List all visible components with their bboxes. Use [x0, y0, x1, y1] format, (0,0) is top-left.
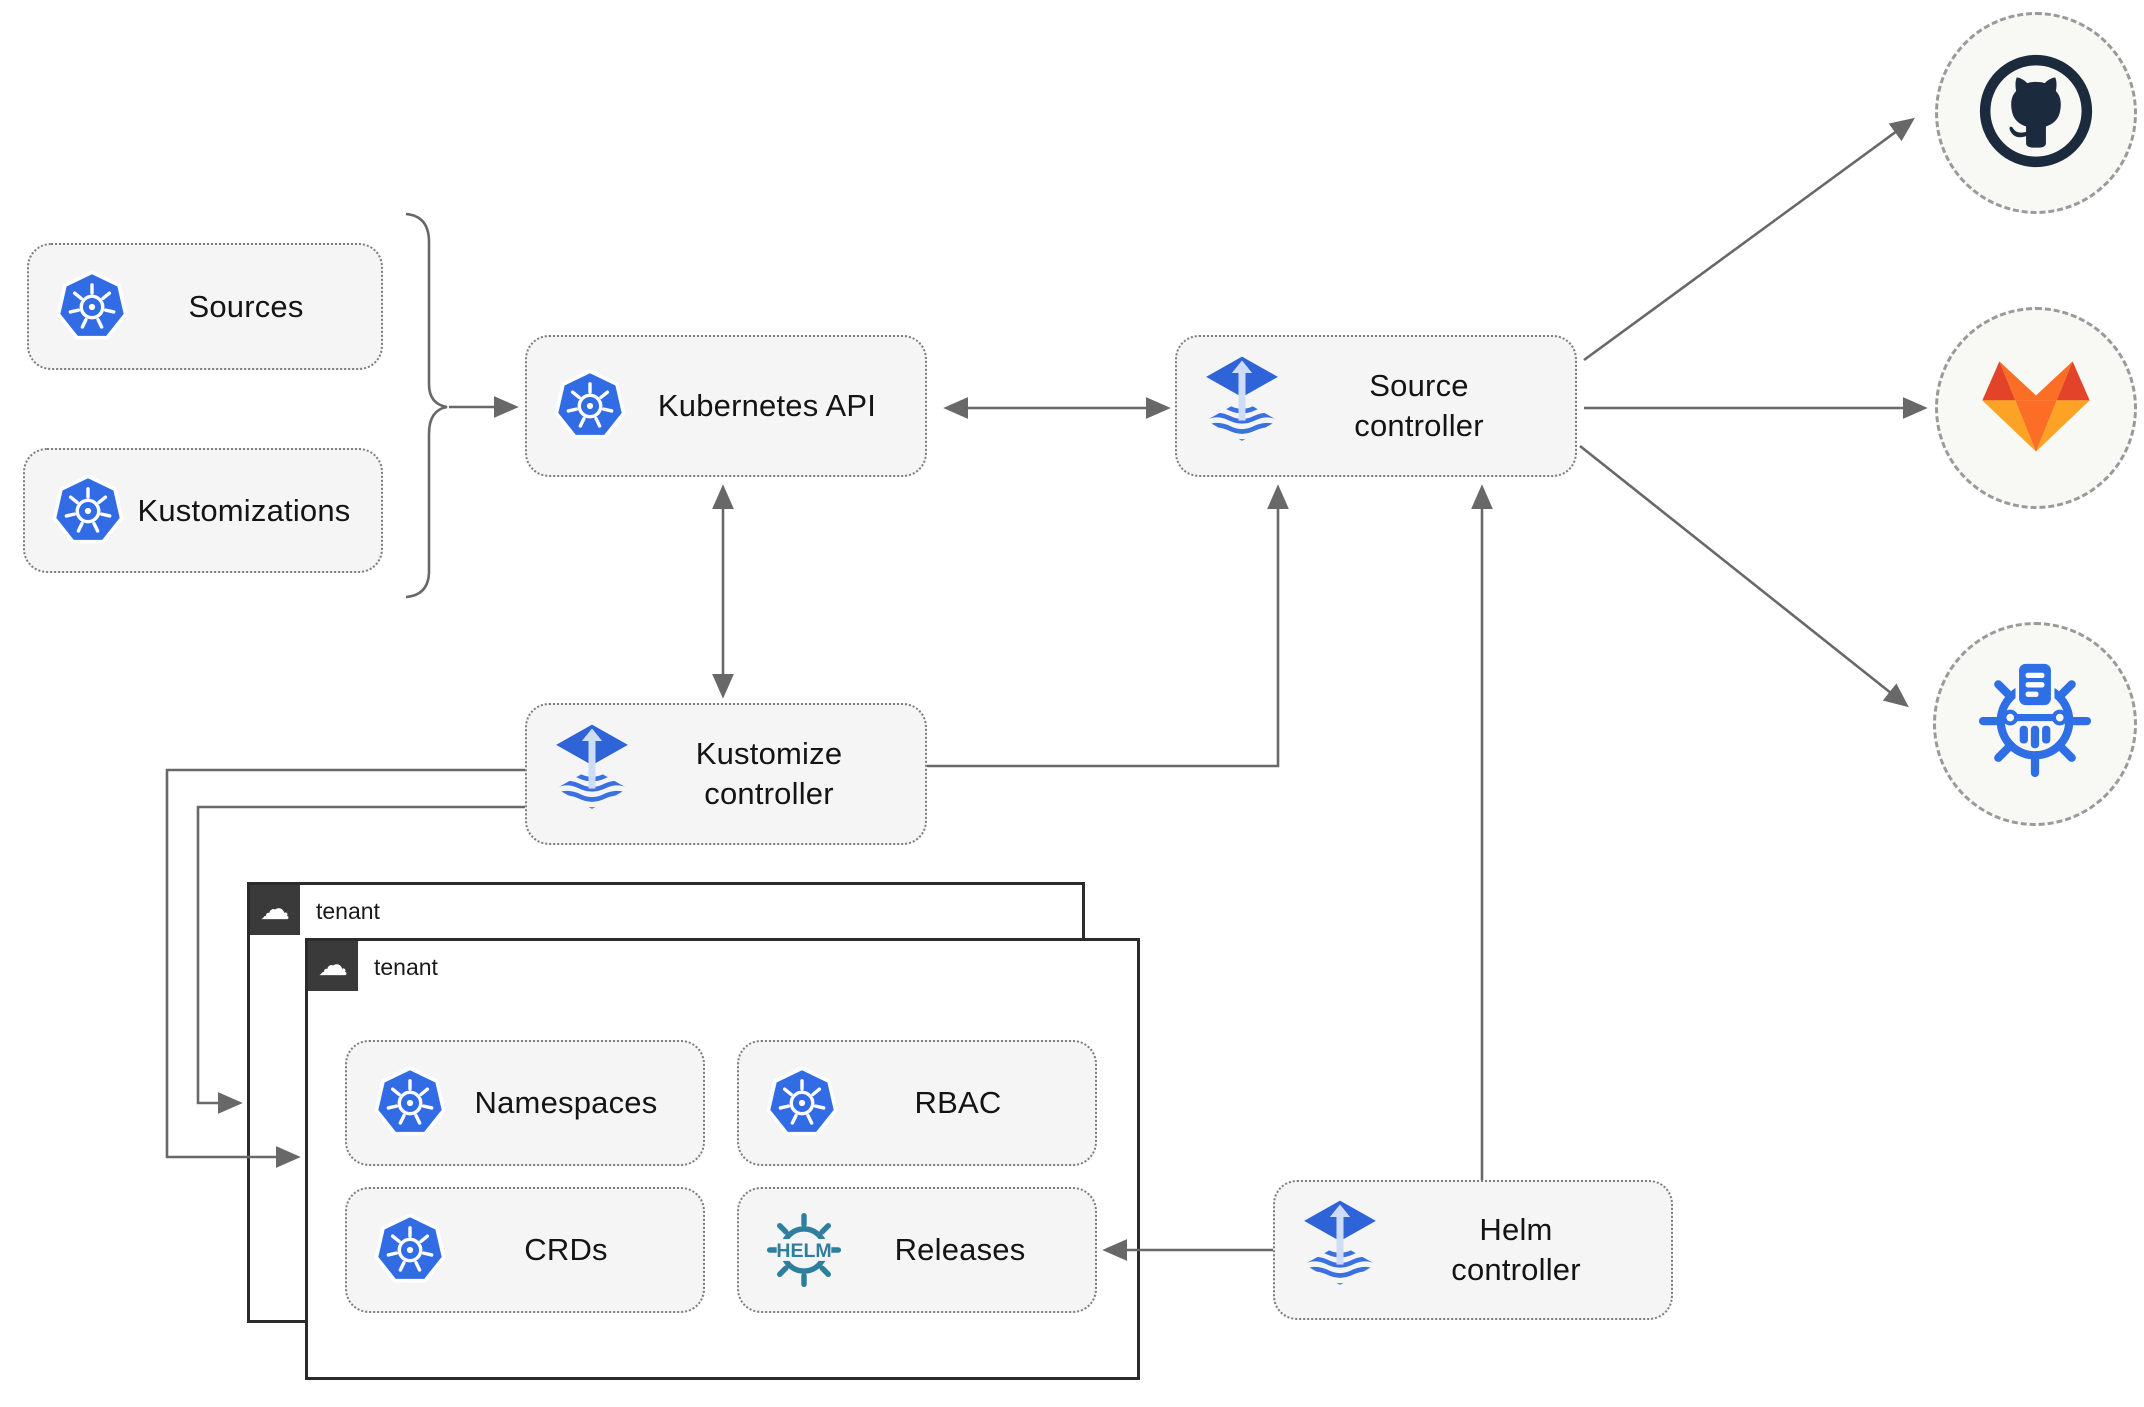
kubernetes-icon — [373, 1066, 447, 1140]
node-crds: CRDs — [345, 1187, 705, 1313]
tenant-tab: ☁ — [308, 941, 358, 991]
github-icon — [1974, 49, 2098, 178]
node-label: Kustomizations — [137, 492, 351, 528]
gitlab-icon — [1975, 354, 2097, 461]
node-label: Sources — [188, 288, 304, 324]
node-kubernetes-api: Kubernetes API — [525, 335, 927, 477]
flux-icon — [1203, 355, 1281, 458]
node-label: Helm controller — [1451, 1212, 1581, 1287]
bucket-storage-icon — [1976, 655, 2094, 792]
node-kustomizations: Kustomizations — [23, 448, 383, 573]
kubernetes-icon — [51, 473, 125, 548]
node-label: Namespaces — [474, 1085, 658, 1120]
node-label: Releases — [894, 1232, 1026, 1267]
node-kustomize-controller: Kustomize controller — [525, 703, 927, 845]
bracket-sources-group — [405, 212, 448, 599]
tenant-tab: ☁ — [250, 885, 300, 935]
cloud-icon: ☁ — [260, 893, 290, 926]
edge-source-controller-to-github — [1583, 117, 1915, 362]
node-label: Source controller — [1354, 368, 1484, 443]
svg-text:HELM: HELM — [776, 1240, 831, 1262]
bucket-endpoint — [1933, 622, 2137, 826]
tenant-label: tenant — [374, 954, 438, 980]
node-helm-controller: Helm controller — [1273, 1180, 1673, 1320]
helm-icon: HELM — [765, 1211, 843, 1289]
node-label: Kubernetes API — [657, 388, 877, 423]
node-namespaces: Namespaces — [345, 1040, 705, 1166]
kubernetes-icon — [553, 369, 627, 443]
flux-icon — [553, 723, 631, 826]
flux-icon — [1301, 1199, 1379, 1302]
kubernetes-icon — [373, 1213, 447, 1287]
gitlab-endpoint — [1935, 307, 2137, 509]
node-label: RBAC — [914, 1085, 1002, 1120]
kubernetes-icon — [55, 269, 129, 344]
node-sources: Sources — [27, 243, 383, 370]
cloud-icon: ☁ — [318, 949, 348, 982]
node-label: Kustomize controller — [695, 736, 843, 811]
node-rbac: RBAC — [737, 1040, 1097, 1166]
node-releases: HELM Releases — [737, 1187, 1097, 1313]
edge-source-controller-to-bucket — [1579, 444, 1909, 708]
kubernetes-icon — [765, 1066, 839, 1140]
node-label: CRDs — [524, 1232, 608, 1267]
tenant-label: tenant — [316, 898, 380, 924]
node-source-controller: Source controller — [1175, 335, 1577, 477]
edge-kustomize-controller-to-source-controller — [927, 484, 1289, 768]
github-endpoint — [1935, 12, 2137, 214]
